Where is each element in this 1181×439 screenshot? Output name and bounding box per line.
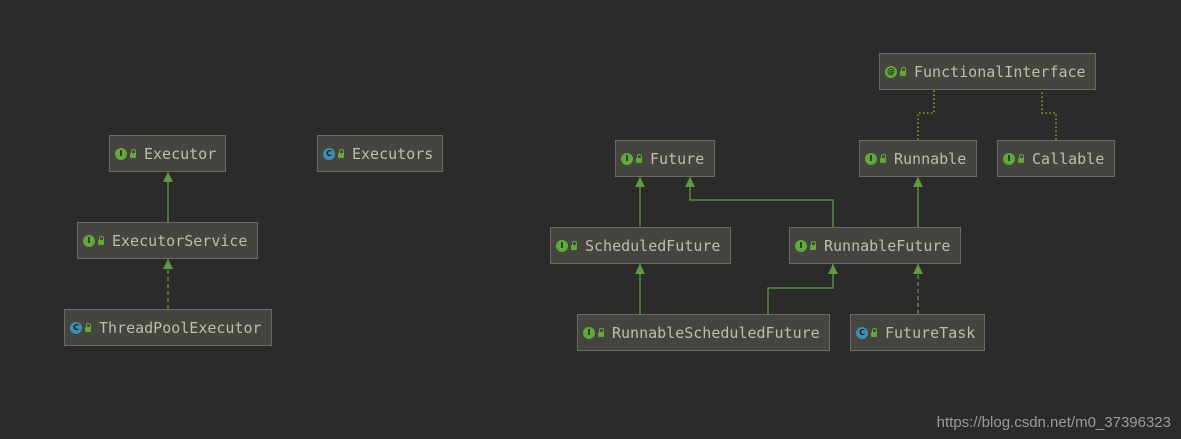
class-icon: C (323, 147, 335, 160)
annotation-icon: @ (885, 65, 897, 78)
edge-runnable-future-to-future (689, 177, 834, 227)
interface-icon: I (795, 239, 807, 252)
lock-icon (338, 149, 344, 158)
lock-icon (1018, 154, 1024, 163)
node-label: Future (650, 149, 705, 168)
node-label: ExecutorService (112, 231, 248, 250)
lock-icon (810, 241, 816, 250)
arrowhead-runnable-scheduled-future-to-runnable-future (828, 264, 838, 274)
arrowhead-runnable-scheduled-future-to-scheduled-future (635, 264, 645, 274)
node-executor[interactable]: I Executor (109, 135, 226, 172)
interface-icon: I (865, 152, 877, 165)
arrowhead-runnable-future-to-runnable (913, 177, 923, 187)
interface-icon: I (83, 234, 95, 247)
node-label: ThreadPoolExecutor (99, 318, 262, 337)
lock-icon (871, 328, 877, 337)
edge-callable-to-functional-interface (1041, 90, 1057, 140)
edge-runnable-scheduled-future-to-runnable-future (767, 264, 834, 314)
node-runnable-future[interactable]: I RunnableFuture (789, 227, 961, 264)
lock-icon (900, 67, 906, 76)
arrowhead-runnable-future-to-future (685, 177, 695, 187)
node-label: Runnable (894, 149, 967, 168)
node-scheduled-future[interactable]: I ScheduledFuture (550, 227, 731, 264)
node-label: Executors (352, 144, 434, 163)
lock-icon (85, 323, 91, 332)
interface-icon: I (115, 147, 127, 160)
node-label: Callable (1032, 149, 1105, 168)
interface-icon: I (1003, 152, 1015, 165)
lock-icon (636, 154, 642, 163)
node-runnable[interactable]: I Runnable (859, 140, 977, 177)
arrowhead-executor-service-to-executor (163, 172, 173, 182)
node-label: Executor (144, 144, 217, 163)
interface-icon: I (556, 239, 568, 252)
watermark: https://blog.csdn.net/m0_37396323 (936, 414, 1171, 431)
lock-icon (130, 149, 136, 158)
node-label: RunnableScheduledFuture (612, 323, 820, 342)
lock-icon (880, 154, 886, 163)
node-label: RunnableFuture (824, 236, 951, 255)
arrowhead-thread-pool-executor-to-executor-service (163, 259, 173, 269)
node-functional-interface[interactable]: @ FunctionalInterface (879, 53, 1096, 90)
node-executors[interactable]: C Executors (317, 135, 443, 172)
lock-icon (571, 241, 577, 250)
interface-icon: I (583, 326, 595, 339)
node-label: FunctionalInterface (914, 62, 1086, 81)
node-callable[interactable]: I Callable (997, 140, 1115, 177)
class-icon: C (856, 326, 868, 339)
interface-icon: I (621, 152, 633, 165)
node-thread-pool-executor[interactable]: C ThreadPoolExecutor (64, 309, 272, 346)
node-executor-service[interactable]: I ExecutorService (77, 222, 258, 259)
lock-icon (98, 236, 104, 245)
node-label: FutureTask (885, 323, 976, 342)
edge-runnable-to-functional-interface (917, 90, 935, 140)
class-icon: C (70, 321, 82, 334)
lock-icon (598, 328, 604, 337)
node-future[interactable]: I Future (615, 140, 715, 177)
node-runnable-scheduled-future[interactable]: I RunnableScheduledFuture (577, 314, 830, 351)
node-future-task[interactable]: C FutureTask (850, 314, 985, 351)
arrowhead-future-task-to-runnable-future (913, 264, 923, 274)
arrowhead-scheduled-future-to-future (635, 177, 645, 187)
node-label: ScheduledFuture (585, 236, 721, 255)
